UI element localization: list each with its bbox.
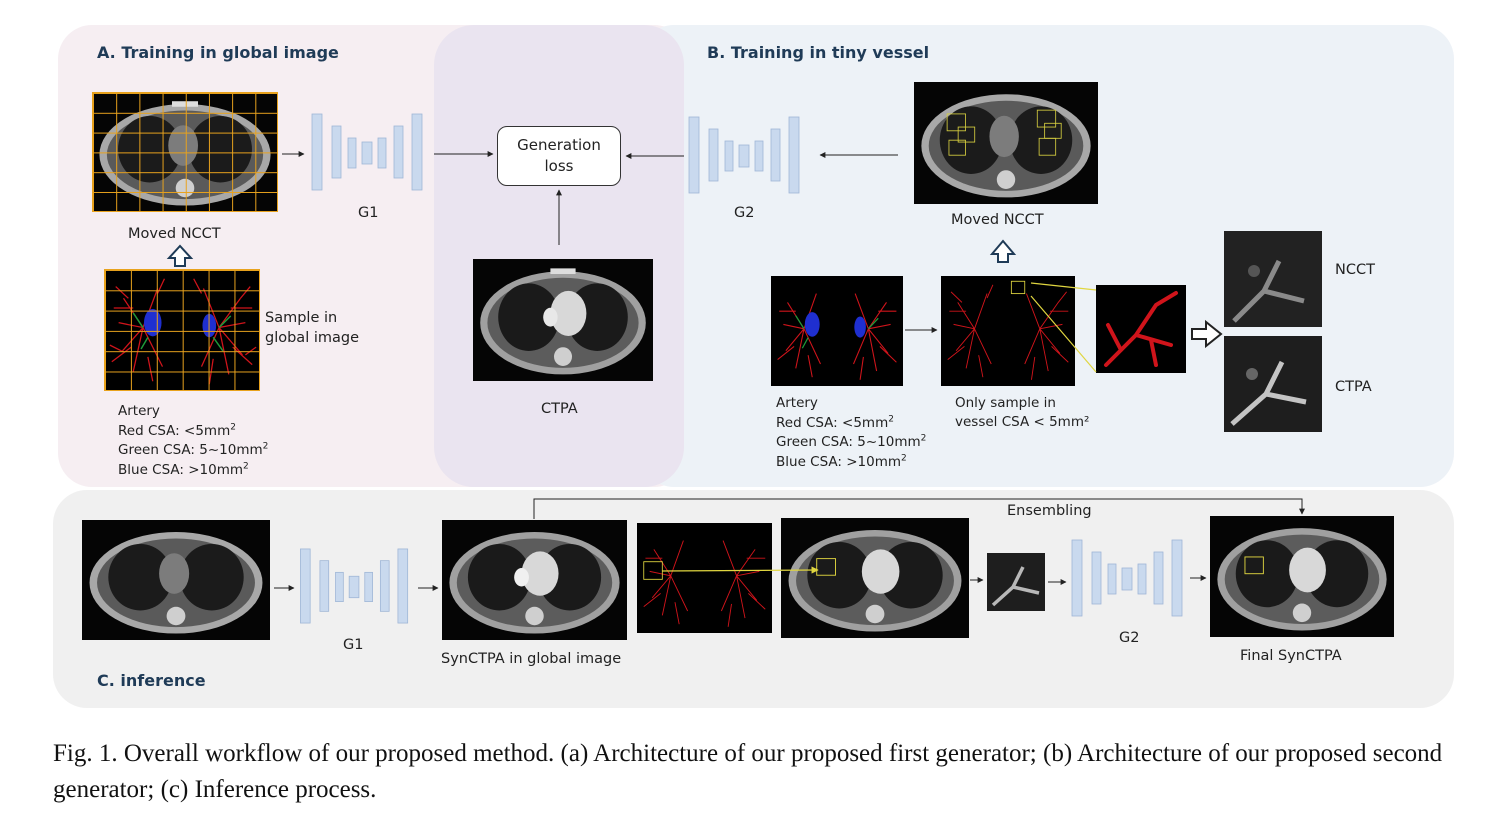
artery-legend-a: Artery Red CSA: <5mm2 Green CSA: 5~10mm2… <box>118 402 268 480</box>
small-vessel-map <box>941 276 1075 386</box>
artery-tree <box>777 293 897 380</box>
final-synctpa-label: Final SynCTPA <box>1240 648 1342 664</box>
legend-title: Artery <box>776 395 818 411</box>
extracted-patch <box>987 553 1045 611</box>
sampling-grid-overlay <box>104 269 260 391</box>
artery-tree <box>947 280 1069 380</box>
ctpa-patch <box>1224 336 1322 432</box>
ncct-crop <box>1224 231 1322 327</box>
generator-g1-network-c <box>300 548 409 624</box>
g2-label-c: G2 <box>1119 630 1140 646</box>
sample-global-label-2: global image <box>265 330 359 346</box>
generation-loss-line1: Generation <box>517 136 601 154</box>
ctpa-label: CTPA <box>541 401 578 417</box>
vessel-zoom <box>1104 291 1178 367</box>
legend-blue: Blue CSA: >10mm2 <box>776 453 907 470</box>
ctpa-image <box>473 259 653 381</box>
legend-red: Red CSA: <5mm2 <box>118 422 236 439</box>
panel-generation-loss <box>434 25 684 487</box>
generator-g2-network <box>688 116 800 194</box>
panel-b-title: B. Training in tiny vessel <box>707 43 930 62</box>
small-vessel-map-c <box>637 523 772 633</box>
legend-green: Green CSA: 5~10mm2 <box>118 441 269 458</box>
generator-g2-network-c <box>1071 539 1183 617</box>
synctpa-global-image <box>442 520 627 640</box>
generator-g1-network <box>311 113 423 191</box>
ct-slice <box>480 268 646 375</box>
g2-label-b: G2 <box>734 205 755 221</box>
ensembling-label: Ensembling <box>1007 503 1092 519</box>
final-synctpa-image <box>1210 516 1394 637</box>
moved-ncct-label-b: Moved NCCT <box>951 212 1044 228</box>
figure-caption: Fig. 1. Overall workflow of our proposed… <box>53 740 1443 803</box>
ct-slice <box>89 532 263 634</box>
legend-green: Green CSA: 5~10mm2 <box>776 433 927 450</box>
legend-title: Artery <box>118 403 160 419</box>
g1-label-c: G1 <box>343 637 364 653</box>
moved-ncct-image-b <box>914 82 1098 204</box>
zoomed-vessel-patch <box>1096 285 1186 373</box>
ncct-crop-label: NCCT <box>1335 262 1375 278</box>
artery-tree <box>643 540 766 627</box>
ct-slice <box>1217 528 1387 631</box>
artery-legend-b: Artery Red CSA: <5mm2 Green CSA: 5~10mm2… <box>776 394 926 472</box>
moved-ncct-label-a: Moved NCCT <box>128 226 221 242</box>
patch <box>987 553 1045 611</box>
moved-ncct-image-a <box>92 92 278 212</box>
only-sample-label-2: vessel CSA < 5mm² <box>955 414 1090 430</box>
artery-map-global <box>104 269 260 391</box>
panel-a-title: A. Training in global image <box>97 43 339 62</box>
synctpa-patch-location <box>781 518 969 638</box>
input-ncct-image-c <box>82 520 270 640</box>
generation-loss-line2: loss <box>544 157 574 175</box>
ctpa-crop-label: CTPA <box>1335 379 1372 395</box>
sample-global-label-1: Sample in <box>265 310 338 326</box>
only-sample-label-1: Only sample in <box>955 395 1056 411</box>
legend-red: Red CSA: <5mm2 <box>776 414 894 431</box>
synctpa-global-label: SynCTPA in global image <box>441 651 622 667</box>
g1-label-a: G1 <box>358 205 379 221</box>
ncct-patch <box>1224 231 1322 327</box>
ct-slice <box>788 530 962 632</box>
sampling-grid-overlay <box>92 92 278 212</box>
ctpa-crop <box>1224 336 1322 432</box>
panel-c-title: C. inference <box>97 671 206 690</box>
artery-map-b <box>771 276 903 386</box>
generation-loss-box: Generation loss <box>497 126 621 186</box>
ct-slice <box>449 532 620 634</box>
legend-blue: Blue CSA: >10mm2 <box>118 461 249 478</box>
ct-slice <box>921 94 1091 198</box>
